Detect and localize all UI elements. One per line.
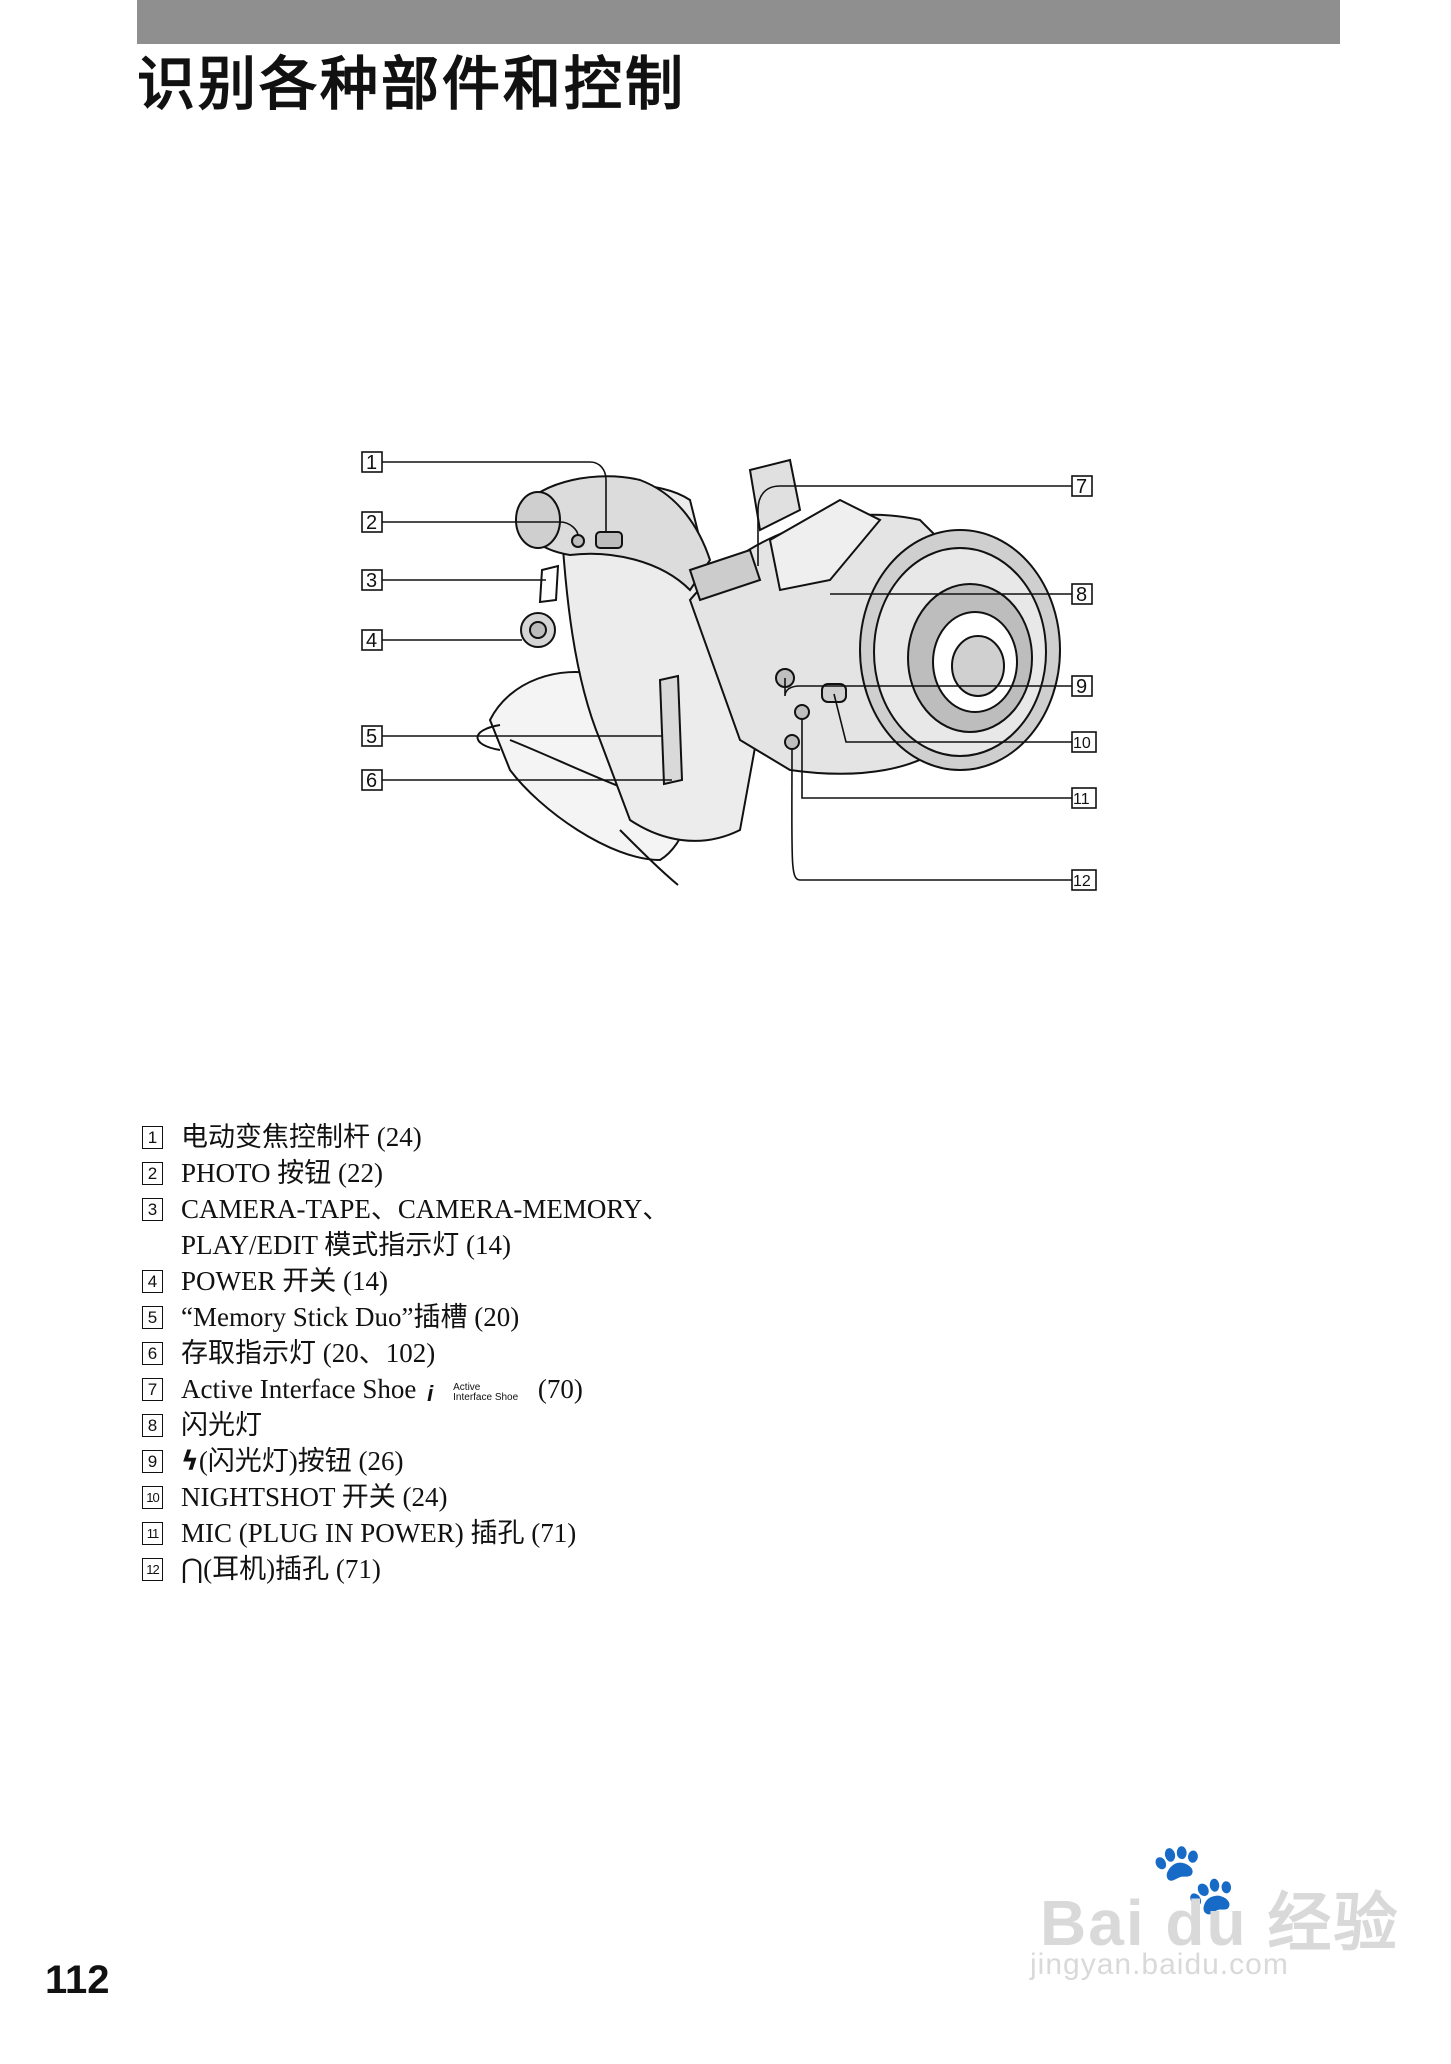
page-number: 112 bbox=[45, 1958, 110, 2002]
list-item: 5 “Memory Stick Duo”插槽 (20) bbox=[142, 1299, 1042, 1335]
item-text: NIGHTSHOT 开关 (24) bbox=[181, 1482, 448, 1512]
callout-4: 4 bbox=[366, 630, 377, 652]
watermark: 🐾 Bai du 经验 jingyan.baidu.com bbox=[1030, 1838, 1410, 1998]
callout-1: 1 bbox=[366, 452, 377, 474]
watermark-url: jingyan.baidu.com bbox=[1030, 1948, 1289, 1981]
item-text: PHOTO 按钮 (22) bbox=[181, 1158, 383, 1188]
item-number-box: 7 bbox=[142, 1378, 163, 1401]
callout-11: 11 bbox=[1073, 791, 1090, 808]
item-number-box: 10 bbox=[142, 1486, 163, 1509]
item-number-box: 8 bbox=[142, 1414, 163, 1437]
headphones-icon: ⋂ bbox=[181, 1554, 204, 1584]
callout-6: 6 bbox=[366, 770, 377, 792]
list-item: 7 Active Interface Shoe i Active Interfa… bbox=[142, 1371, 1042, 1407]
watermark-brand: Bai du 经验 bbox=[1040, 1887, 1400, 1959]
shoe-logo-line2: Interface Shoe bbox=[453, 1391, 519, 1403]
item-text: (耳机)插孔 (71) bbox=[203, 1554, 381, 1584]
shoe-logo-line1: Active bbox=[453, 1381, 481, 1393]
parts-list: 1 电动变焦控制杆 (24) 2 PHOTO 按钮 (22) 3 CAMERA-… bbox=[142, 1119, 1042, 1587]
list-item: 6 存取指示灯 (20、102) bbox=[142, 1335, 1042, 1371]
page-title: 识别各种部件和控制 bbox=[137, 50, 687, 118]
camcorder-figure: 1 2 3 4 5 6 7 8 9 10 11 12 bbox=[360, 440, 1120, 910]
item-text: (闪光灯)按钮 (26) bbox=[198, 1446, 404, 1476]
active-interface-shoe-logo: i Active Interface Shoe bbox=[427, 1377, 527, 1407]
item-number-box: 12 bbox=[142, 1558, 163, 1581]
list-item: 9 ϟ(闪光灯)按钮 (26) bbox=[142, 1443, 1042, 1479]
item-text: Active Interface Shoe bbox=[181, 1374, 417, 1404]
item-number-box: 3 bbox=[142, 1198, 163, 1221]
callout-2: 2 bbox=[366, 512, 377, 534]
flash-icon: ϟ bbox=[181, 1446, 199, 1477]
list-item: 8 闪光灯 bbox=[142, 1407, 1042, 1443]
callout-10: 10 bbox=[1073, 735, 1091, 752]
item-ref: (70) bbox=[537, 1374, 583, 1404]
item-number-box: 6 bbox=[142, 1342, 163, 1365]
callout-3: 3 bbox=[366, 570, 377, 592]
item-text: 存取指示灯 (20、102) bbox=[181, 1338, 436, 1368]
item-text: POWER 开关 (14) bbox=[181, 1266, 388, 1296]
header-bar bbox=[137, 0, 1340, 44]
list-item: 2 PHOTO 按钮 (22) bbox=[142, 1155, 1042, 1191]
item-text-wrap: ⋂(耳机)插孔 (71) bbox=[181, 1551, 381, 1587]
shoe-logo-icon: i bbox=[427, 1380, 434, 1406]
callout-7: 7 bbox=[1076, 476, 1087, 498]
item-text: 闪光灯 bbox=[181, 1410, 262, 1440]
list-item: 12 ⋂(耳机)插孔 (71) bbox=[142, 1551, 1042, 1587]
item-text: MIC (PLUG IN POWER) 插孔 (71) bbox=[181, 1518, 577, 1548]
callout-5: 5 bbox=[366, 726, 377, 748]
callout-12: 12 bbox=[1073, 873, 1091, 890]
item-number-box: 5 bbox=[142, 1306, 163, 1329]
item-number-box: 4 bbox=[142, 1270, 163, 1293]
callout-8: 8 bbox=[1076, 584, 1087, 606]
item-text-wrap: ϟ(闪光灯)按钮 (26) bbox=[181, 1443, 404, 1480]
item-text: “Memory Stick Duo”插槽 (20) bbox=[181, 1302, 520, 1332]
item-text: 电动变焦控制杆 (24) bbox=[181, 1122, 422, 1152]
list-item: 10 NIGHTSHOT 开关 (24) bbox=[142, 1479, 1042, 1515]
item-text-line2: PLAY/EDIT 模式指示灯 (14) bbox=[181, 1230, 511, 1260]
item-number-box: 11 bbox=[142, 1522, 163, 1545]
item-number-box: 9 bbox=[142, 1450, 163, 1473]
item-text-wrap: Active Interface Shoe i Active Interface… bbox=[181, 1371, 583, 1407]
list-item: 11 MIC (PLUG IN POWER) 插孔 (71) bbox=[142, 1515, 1042, 1551]
list-item: 3 CAMERA-TAPE、CAMERA-MEMORY、 PLAY/EDIT 模… bbox=[142, 1191, 1042, 1263]
callout-9: 9 bbox=[1076, 676, 1087, 698]
item-number-box: 2 bbox=[142, 1162, 163, 1185]
paw-icon: 🐾 bbox=[1150, 1839, 1238, 1917]
list-item: 1 电动变焦控制杆 (24) bbox=[142, 1119, 1042, 1155]
camcorder-drawing: 1 2 3 4 5 6 7 8 9 10 11 12 bbox=[361, 451, 1097, 891]
item-text: CAMERA-TAPE、CAMERA-MEMORY、 bbox=[181, 1194, 670, 1224]
item-number-box: 1 bbox=[142, 1126, 163, 1149]
list-item: 4 POWER 开关 (14) bbox=[142, 1263, 1042, 1299]
